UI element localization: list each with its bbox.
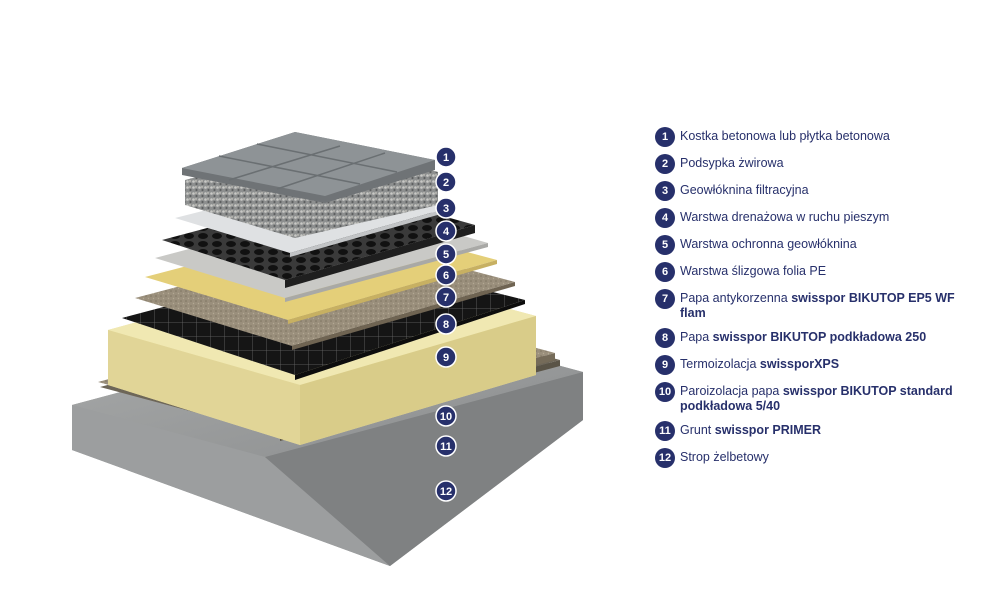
badge-label: 9 [443, 352, 449, 364]
legend-label: Strop żelbetowy [680, 450, 769, 464]
badge-label: 7 [443, 292, 449, 304]
badge-4: 4 [435, 220, 457, 242]
legend-label: Papa antykorzenna swisspor BIKUTOP EP5 W… [680, 291, 955, 320]
legend-number-icon: 11 [655, 421, 675, 441]
legend-item: 1 Kostka betonowa lub płytka betonowa [655, 127, 975, 147]
badge-2: 2 [435, 171, 457, 193]
legend-item: 6 Warstwa ślizgowa folia PE [655, 262, 975, 282]
legend-number-icon: 4 [655, 208, 675, 228]
legend-label: Warstwa drenażowa w ruchu pieszym [680, 210, 890, 224]
legend-item: 7 Papa antykorzenna swisspor BIKUTOP EP5… [655, 289, 975, 321]
badge-label: 12 [440, 486, 452, 498]
legend-number-icon: 10 [655, 382, 675, 402]
legend-number-icon: 9 [655, 355, 675, 375]
legend-item: 11 Grunt swisspor PRIMER [655, 421, 975, 441]
badge-label: 11 [440, 441, 452, 453]
badge-label: 4 [443, 226, 450, 238]
legend-item: 9 Termoizolacja swissporXPS [655, 355, 975, 375]
legend-number-icon: 3 [655, 181, 675, 201]
layer-1-concrete-pavers [182, 132, 435, 203]
legend-number-icon: 5 [655, 235, 675, 255]
legend-number-icon: 2 [655, 154, 675, 174]
badge-label: 5 [443, 249, 449, 261]
badge-label: 3 [443, 203, 449, 215]
badge-10: 10 [435, 405, 457, 427]
badge-3: 3 [435, 197, 457, 219]
badge-7: 7 [435, 286, 457, 308]
badge-11: 11 [435, 435, 457, 457]
legend-label: Grunt swisspor PRIMER [680, 423, 822, 437]
legend-label: Papa swisspor BIKUTOP podkładowa 250 [680, 330, 927, 344]
legend-number-icon: 12 [655, 448, 675, 468]
legend-item: 3 Geowłóknina filtracyjna [655, 181, 975, 201]
roof-layers-illustration: 1 2 3 4 5 6 7 8 9 10 11 12 [72, 132, 583, 566]
legend-number-icon: 7 [655, 289, 675, 309]
legend-label: Podsypka żwirowa [680, 156, 784, 170]
badge-8: 8 [435, 313, 457, 335]
legend-label: Geowłóknina filtracyjna [680, 183, 809, 197]
legend-item: 2 Podsypka żwirowa [655, 154, 975, 174]
badge-label: 10 [440, 411, 452, 423]
badge-9: 9 [435, 346, 457, 368]
badge-6: 6 [435, 264, 457, 286]
legend-item: 5 Warstwa ochronna geowłóknina [655, 235, 975, 255]
legend-label: Warstwa ochronna geowłóknina [680, 237, 857, 251]
legend-item: 12 Strop żelbetowy [655, 448, 975, 468]
legend-label: Kostka betonowa lub płytka betonowa [680, 129, 890, 143]
legend-item: 10 Paroizolacja papa swisspor BIKUTOP st… [655, 382, 975, 414]
legend-label: Termoizolacja swissporXPS [680, 357, 840, 371]
legend-item: 8 Papa swisspor BIKUTOP podkładowa 250 [655, 328, 975, 348]
badge-1: 1 [435, 146, 457, 168]
legend-number-icon: 8 [655, 328, 675, 348]
legend-label: Warstwa ślizgowa folia PE [680, 264, 827, 278]
legend-number-icon: 6 [655, 262, 675, 282]
layer-legend: 1 Kostka betonowa lub płytka betonowa 2 … [655, 127, 975, 475]
badge-label: 2 [443, 177, 449, 189]
badge-label: 6 [443, 270, 449, 282]
badge-label: 1 [443, 152, 449, 164]
badge-5: 5 [435, 243, 457, 265]
legend-item: 4 Warstwa drenażowa w ruchu pieszym [655, 208, 975, 228]
badge-label: 8 [443, 319, 449, 331]
legend-label: Paroizolacja papa swisspor BIKUTOP stand… [680, 384, 953, 413]
legend-number-icon: 1 [655, 127, 675, 147]
badge-12: 12 [435, 480, 457, 502]
